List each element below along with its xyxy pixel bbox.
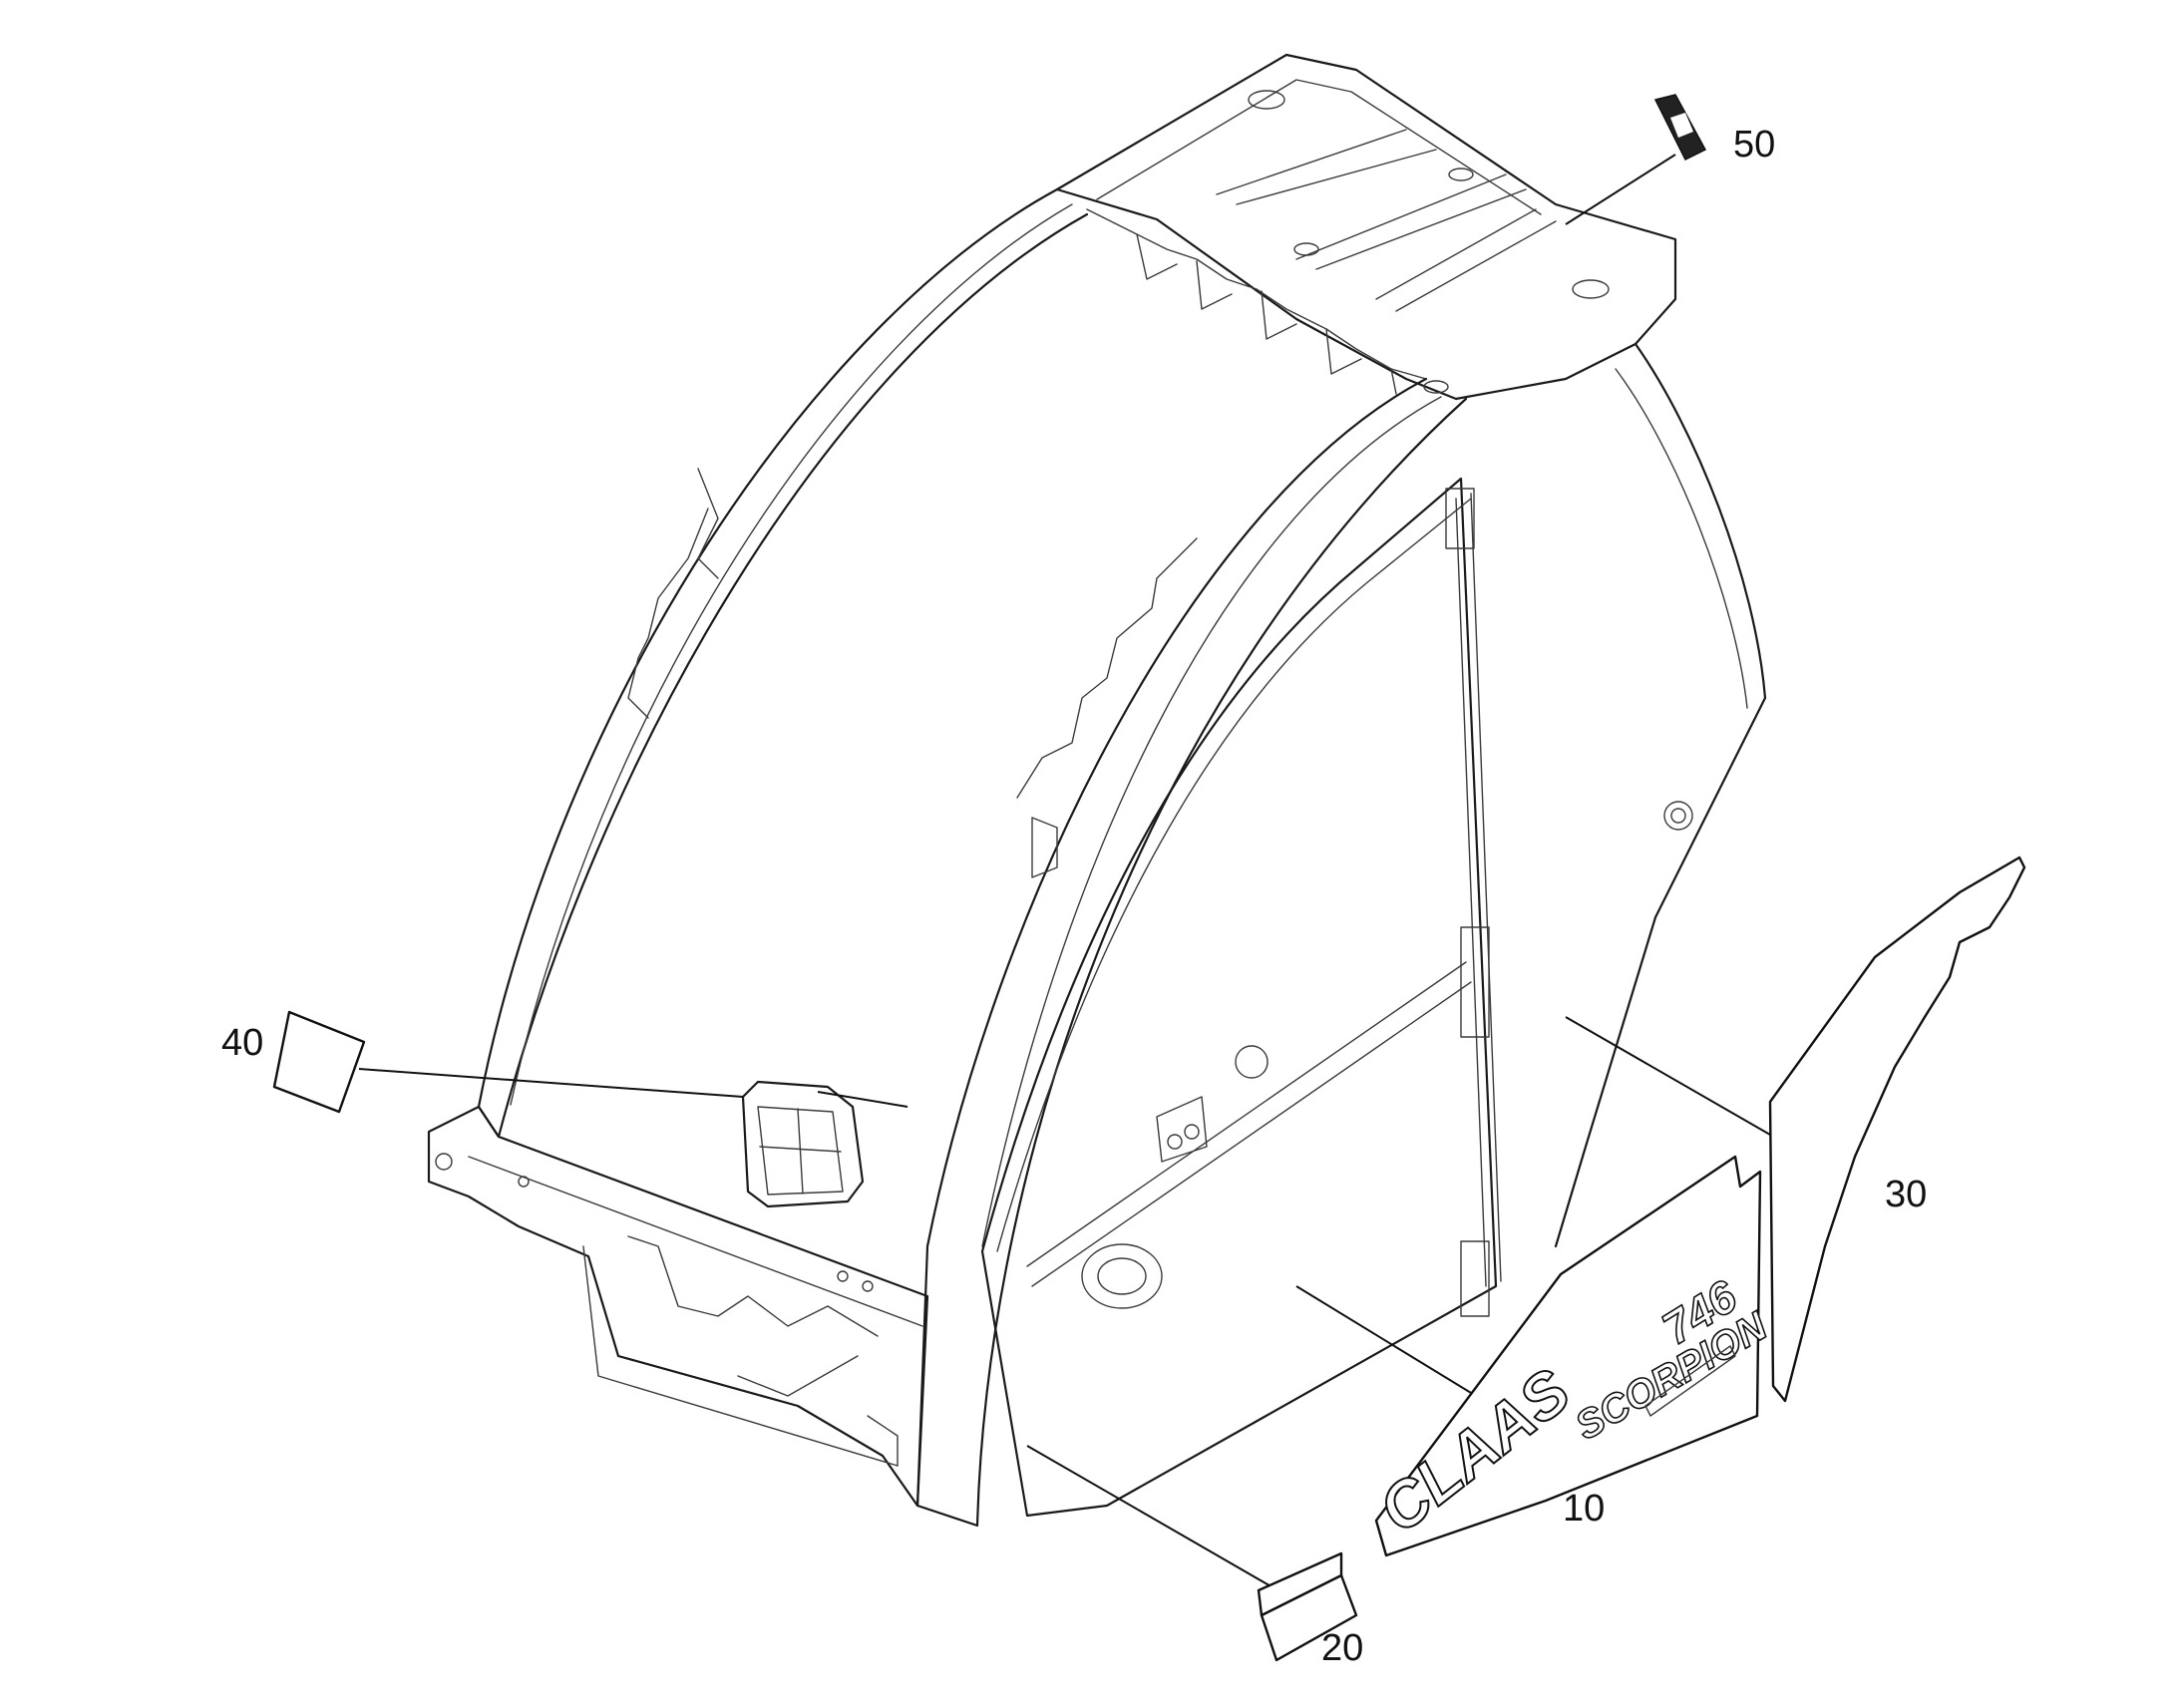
callout-10: 10 [1563, 1488, 1605, 1530]
leader-30 [1565, 1016, 1771, 1136]
door-outline [980, 477, 1498, 1518]
decal-40-square [272, 1010, 366, 1114]
callout-30: 30 [1885, 1174, 1927, 1215]
callout-labels: 10 20 30 40 50 [221, 124, 1927, 1669]
rear-pillar [1554, 342, 1767, 1248]
callout-20: 20 [1321, 1627, 1363, 1669]
left-arch-pillar [477, 187, 1089, 1139]
decal-20-strip [1257, 1551, 1358, 1662]
callout-40: 40 [221, 1022, 263, 1064]
cab-frame [427, 53, 1767, 1528]
decal-30-rear [1768, 855, 2026, 1403]
leader-lines [358, 154, 1771, 1596]
callout-50: 50 [1733, 124, 1775, 166]
leader-40 [358, 1068, 744, 1098]
lower-body [427, 1105, 929, 1508]
leader-50 [1565, 154, 1676, 225]
work-light [741, 1080, 865, 1208]
decal-50-roof-label [1653, 94, 1707, 162]
roof-outline [1055, 53, 1677, 401]
leader-40b [817, 1091, 908, 1108]
leader-10 [1295, 1285, 1477, 1397]
right-arch-pillar [915, 377, 1468, 1528]
leader-20 [1026, 1445, 1287, 1596]
